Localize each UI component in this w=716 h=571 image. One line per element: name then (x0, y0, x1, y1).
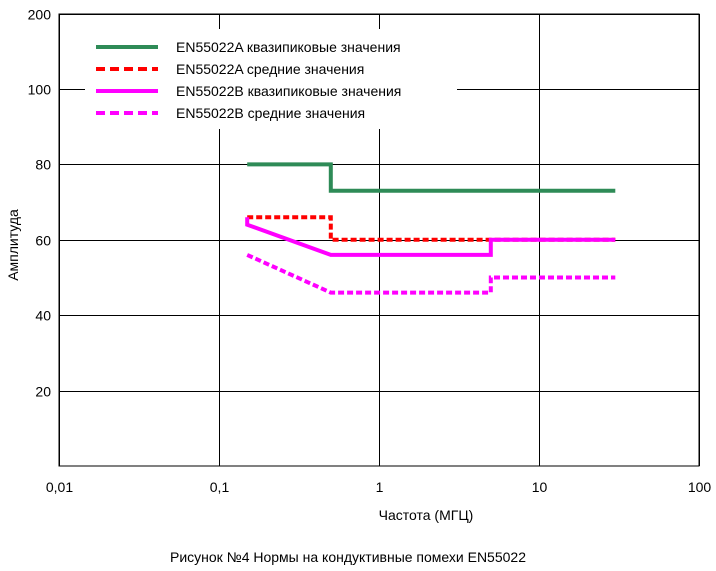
legend-label-2: EN55022A средние значения (176, 61, 364, 77)
figure-caption: Рисунок №4 Нормы на кондуктивные помехи … (170, 549, 526, 565)
x-tick-label: 100 (688, 479, 712, 495)
y-axis-ticks: 20 40 60 80 100 200 (28, 7, 52, 400)
y-tick-label: 100 (28, 82, 52, 98)
y-tick-label: 80 (35, 157, 51, 173)
series-line-4 (246, 253, 616, 295)
x-axis-title: Частота (МГЦ) (379, 507, 474, 523)
x-axis-ticks: 0,01 0,1 1 10 100 (46, 479, 712, 495)
y-tick-label: 20 (35, 384, 51, 400)
series-layer (245, 162, 616, 295)
x-tick-label: 1 (376, 479, 384, 495)
plot-frame (58, 13, 700, 467)
y-tick-label: 60 (35, 233, 51, 249)
y-axis-title: Амплитуда (5, 209, 21, 281)
legend-label-3: EN55022B квазипиковые значения (176, 83, 401, 99)
x-tick-label: 10 (532, 479, 548, 495)
x-tick-label: 0,1 (210, 479, 230, 495)
series-line-3 (245, 217, 616, 257)
series-line-1 (247, 162, 616, 193)
legend-label-4: EN55022B средние значения (176, 105, 365, 121)
series-line-2 (247, 215, 616, 242)
y-tick-label: 40 (35, 308, 51, 324)
y-tick-label: 200 (28, 7, 52, 23)
x-tick-label: 0,01 (46, 479, 73, 495)
legend-label-1: EN55022A квазипиковые значения (176, 39, 401, 55)
